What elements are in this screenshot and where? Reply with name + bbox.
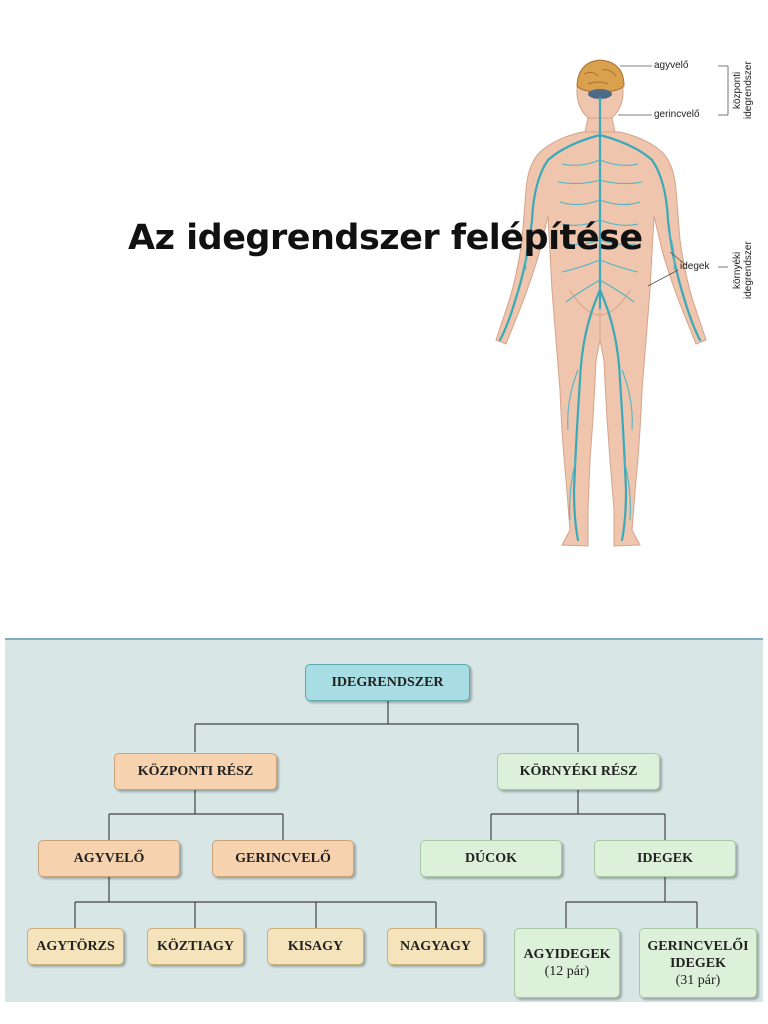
slide-top: agyvelő gerincvelő idegek központi idegr… <box>128 40 768 565</box>
label-nerves: idegek <box>680 261 710 272</box>
brain-shape <box>576 59 625 93</box>
node-nervous-system: IDEGRENDSZER <box>305 664 470 701</box>
spinal-nerves-label-line1: GERINCVELŐI <box>647 938 749 954</box>
node-peripheral-part: KÖRNYÉKI RÉSZ <box>497 753 660 790</box>
slide-title: Az idegrendszer felépítése <box>128 218 643 258</box>
label-central-nervous-system: központi idegrendszer <box>732 61 754 119</box>
node-cerebrum: NAGYAGY <box>387 928 484 965</box>
node-diencephalon: KÖZTIAGY <box>147 928 244 965</box>
label-brain: agyvelő <box>654 60 689 71</box>
label-spinal-cord: gerincvelő <box>654 109 700 120</box>
label-peripheral-nervous-system: környéki idegrendszer <box>732 241 754 299</box>
node-spinal-nerves: GERINCVELŐI IDEGEK (31 pár) <box>639 928 757 998</box>
node-central-part: KÖZPONTI RÉSZ <box>114 753 277 790</box>
spinal-nerves-count: (31 pár) <box>675 972 721 988</box>
node-ganglia: DÚCOK <box>420 840 562 877</box>
connector-lines <box>74 701 698 928</box>
cranial-nerves-label: AGYIDEGEK <box>523 947 611 962</box>
node-nerves: IDEGEK <box>594 840 736 877</box>
node-cranial-nerves: AGYIDEGEK (12 pár) <box>514 928 620 998</box>
nervous-system-figure: agyvelő gerincvelő idegek központi idegr… <box>470 40 768 565</box>
nervous-system-hierarchy-chart: IDEGRENDSZER KÖZPONTI RÉSZ KÖRNYÉKI RÉSZ… <box>5 638 763 1002</box>
node-cerebellum: KISAGY <box>267 928 364 965</box>
node-brainstem: AGYTÖRZS <box>27 928 124 965</box>
node-spinal-cord: GERINCVELŐ <box>212 840 354 877</box>
spinal-nerves-label-line2: IDEGEK <box>669 955 726 971</box>
human-body-illustration <box>495 59 729 547</box>
node-brain: AGYVELŐ <box>38 840 180 877</box>
cranial-nerves-count: (12 pár) <box>544 964 590 979</box>
